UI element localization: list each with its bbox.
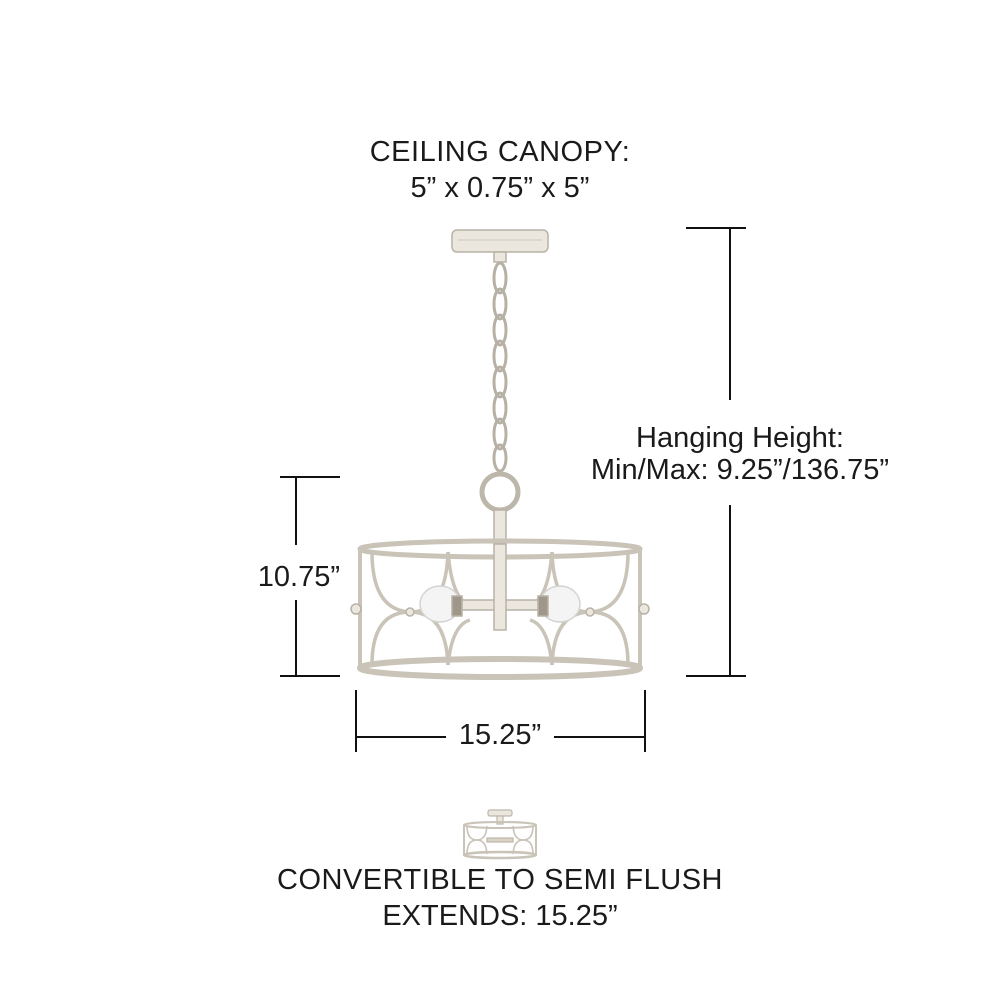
canopy-title: CEILING CANOPY: bbox=[369, 136, 631, 168]
socket-right bbox=[537, 595, 549, 617]
semi-flush-extends: EXTENDS: 15.25” bbox=[382, 900, 618, 932]
hanging-height-title: Hanging Height: bbox=[636, 422, 844, 454]
arc-knot-right bbox=[585, 607, 595, 617]
pendant-light-fixture-icon bbox=[350, 229, 650, 680]
fixture-width-label: 15.25” bbox=[458, 719, 542, 751]
hanging-ring bbox=[479, 471, 521, 513]
left-finial bbox=[350, 603, 362, 615]
chain bbox=[492, 261, 508, 473]
semi-flush-title: CONVERTIBLE TO SEMI FLUSH bbox=[277, 864, 723, 896]
semi-flush-fixture-icon bbox=[462, 809, 538, 860]
socket-left bbox=[451, 595, 463, 617]
fixture-height-dimension bbox=[280, 476, 340, 677]
bottom-band bbox=[357, 656, 643, 680]
fixture-height-label: 10.75” bbox=[257, 561, 340, 593]
arc-knot-left bbox=[405, 607, 415, 617]
fixture-width-dimension bbox=[355, 690, 646, 752]
canopy-loop bbox=[493, 251, 507, 263]
center-rod bbox=[493, 543, 507, 631]
right-finial bbox=[638, 603, 650, 615]
ceiling-canopy bbox=[451, 229, 549, 253]
hanging-height-values: Min/Max: 9.25”/136.75” bbox=[590, 454, 890, 486]
canopy-dimensions: 5” x 0.75” x 5” bbox=[410, 172, 590, 204]
hanging-height-dimension bbox=[686, 227, 746, 677]
